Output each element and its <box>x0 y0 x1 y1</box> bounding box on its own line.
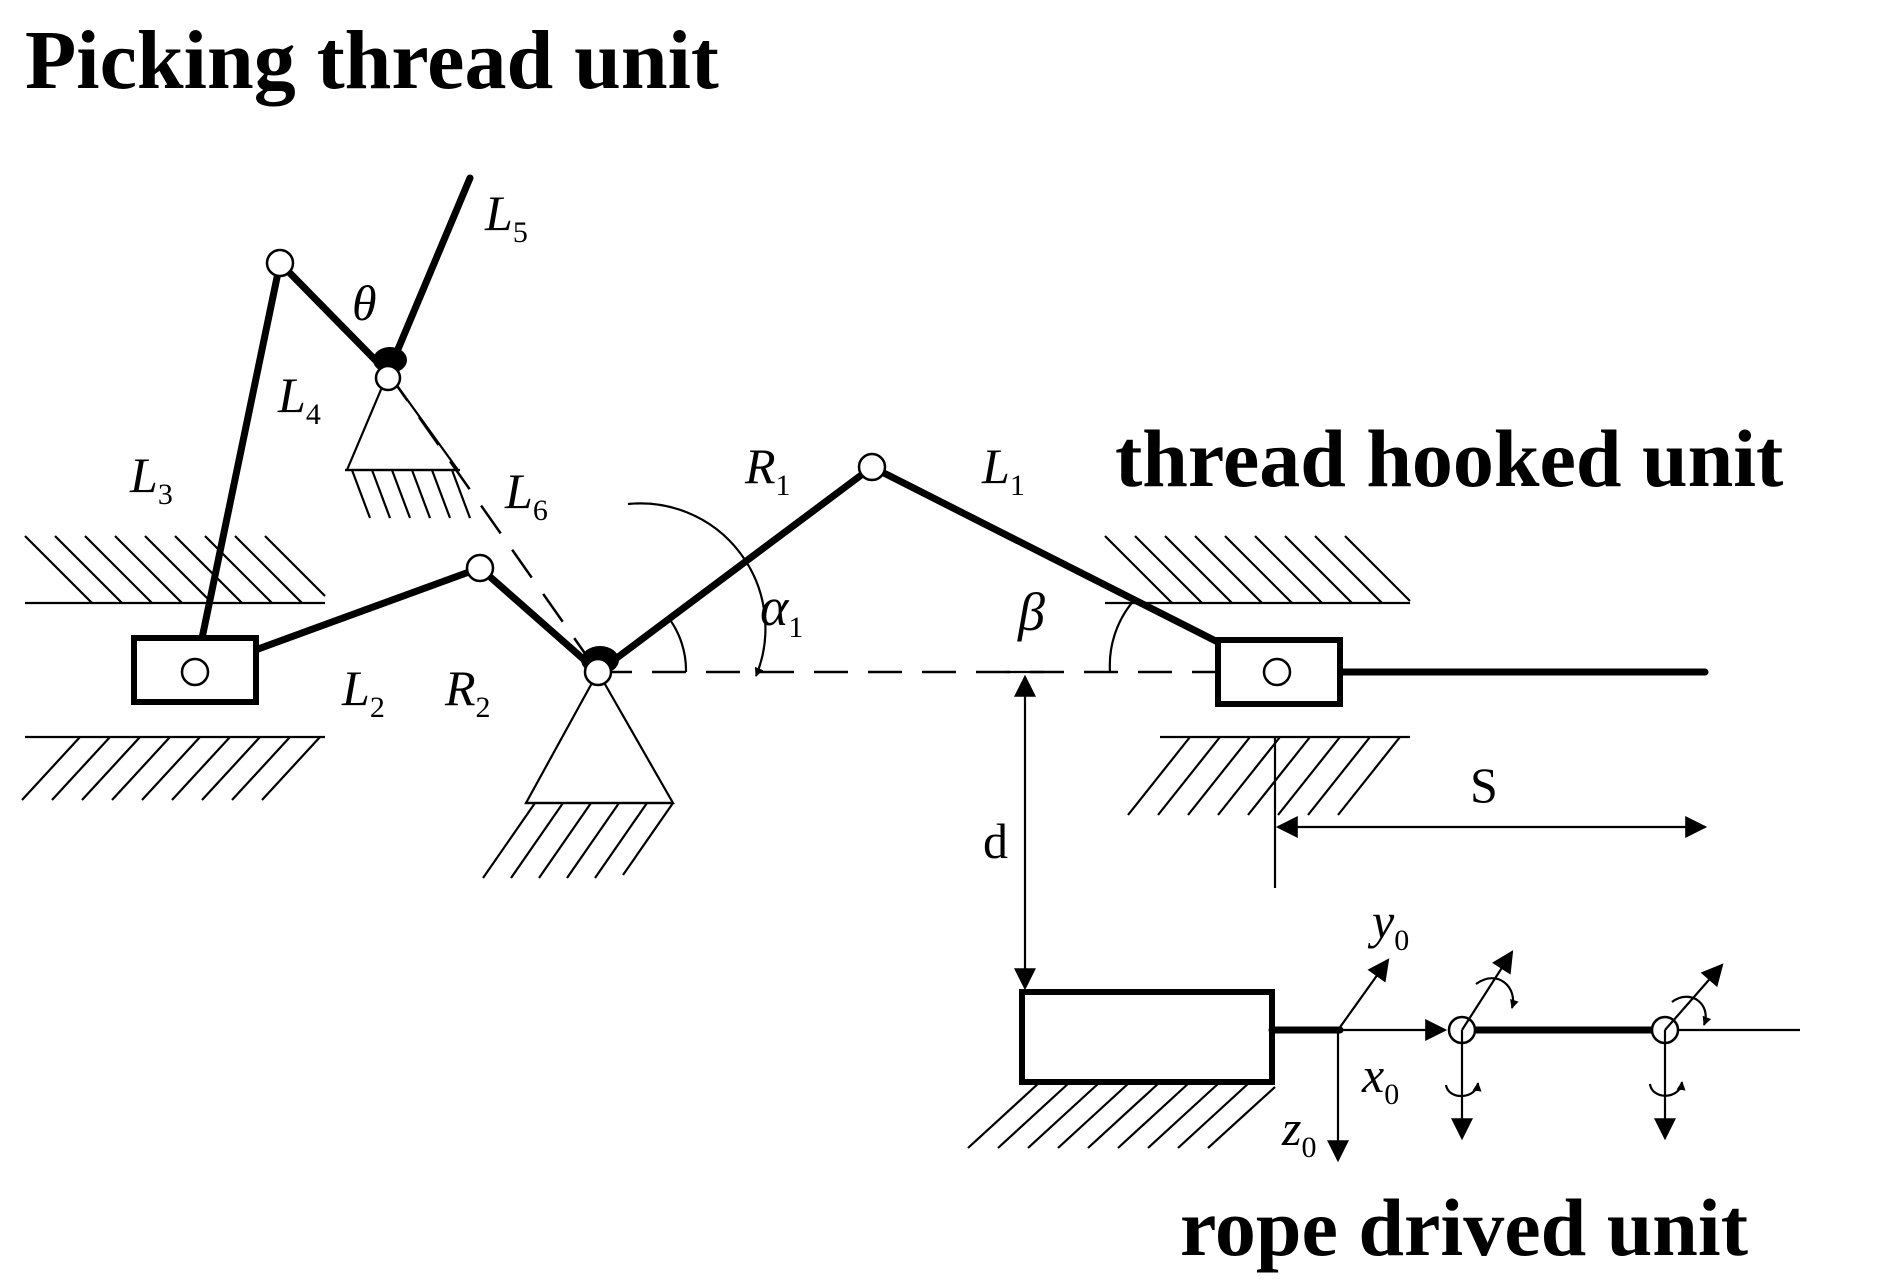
joint-r1-l1 <box>857 452 887 482</box>
y0-axis-arrow <box>1337 958 1390 1031</box>
label-beta: β <box>1017 582 1045 642</box>
ground-hook-top <box>1104 535 1411 605</box>
label-s: S <box>1470 757 1498 813</box>
link-l1 <box>868 463 1281 676</box>
ground-pivot-small <box>345 468 472 519</box>
label-alpha1: α1 <box>760 577 803 644</box>
ground-hook-bottom <box>1127 735 1410 816</box>
joint-slider-hooked <box>1262 657 1292 687</box>
picking-thread-unit-title: Picking thread unit <box>25 14 719 107</box>
pivot-triangle-small <box>345 370 461 472</box>
joint-l3-l4 <box>265 248 295 278</box>
ground-slider-bottom <box>21 735 325 801</box>
label-x0: x0 <box>1361 1047 1399 1111</box>
label-z0: z0 <box>1281 1100 1316 1164</box>
beta-angle-arc <box>1108 597 1137 673</box>
joint-l2-r2 <box>465 553 495 583</box>
rope-joint-1-y-axis <box>1461 950 1514 1031</box>
link-r2 <box>476 564 602 676</box>
label-d: d <box>983 813 1008 869</box>
link-l3 <box>191 259 284 676</box>
label-theta: θ <box>352 275 377 331</box>
alpha1-rotation-arc <box>627 502 767 677</box>
ground-slider-top <box>24 535 326 605</box>
thread-hooked-unit-title: thread hooked unit <box>1115 413 1783 504</box>
label-l1: L1 <box>981 438 1025 502</box>
label-l6: L6 <box>504 463 548 527</box>
rope-drived-unit-title: rope drived unit <box>1180 1182 1748 1273</box>
ground-pivot-main <box>482 801 674 879</box>
joint-theta-pivot <box>374 364 402 392</box>
rope-drive-box <box>1019 989 1275 1085</box>
joint-slider-picking <box>180 657 210 687</box>
alpha1-angle-arc <box>667 616 688 673</box>
rope-joint-1-rotation-z <box>1444 1082 1482 1098</box>
label-r1: R1 <box>744 438 791 502</box>
label-r2: R2 <box>444 660 491 724</box>
l6-dashed-link <box>386 372 600 673</box>
link-l5 <box>384 174 474 377</box>
pivot-triangle-main <box>524 669 675 805</box>
link-r1 <box>594 463 876 676</box>
rope-joint-1-rotation-y <box>1475 977 1519 1009</box>
ground-rope <box>967 1080 1276 1149</box>
label-l3: L3 <box>129 447 173 511</box>
label-l2: L2 <box>341 660 385 724</box>
link-l4 <box>276 259 392 377</box>
label-l5: L5 <box>484 185 528 249</box>
joint-main-pivot <box>583 657 613 687</box>
label-y0: y0 <box>1367 893 1409 957</box>
rope-joint-2-rotation-y <box>1671 995 1712 1026</box>
label-l4: L4 <box>277 367 321 431</box>
rope-joint-2-rotation-z <box>1648 1081 1686 1097</box>
